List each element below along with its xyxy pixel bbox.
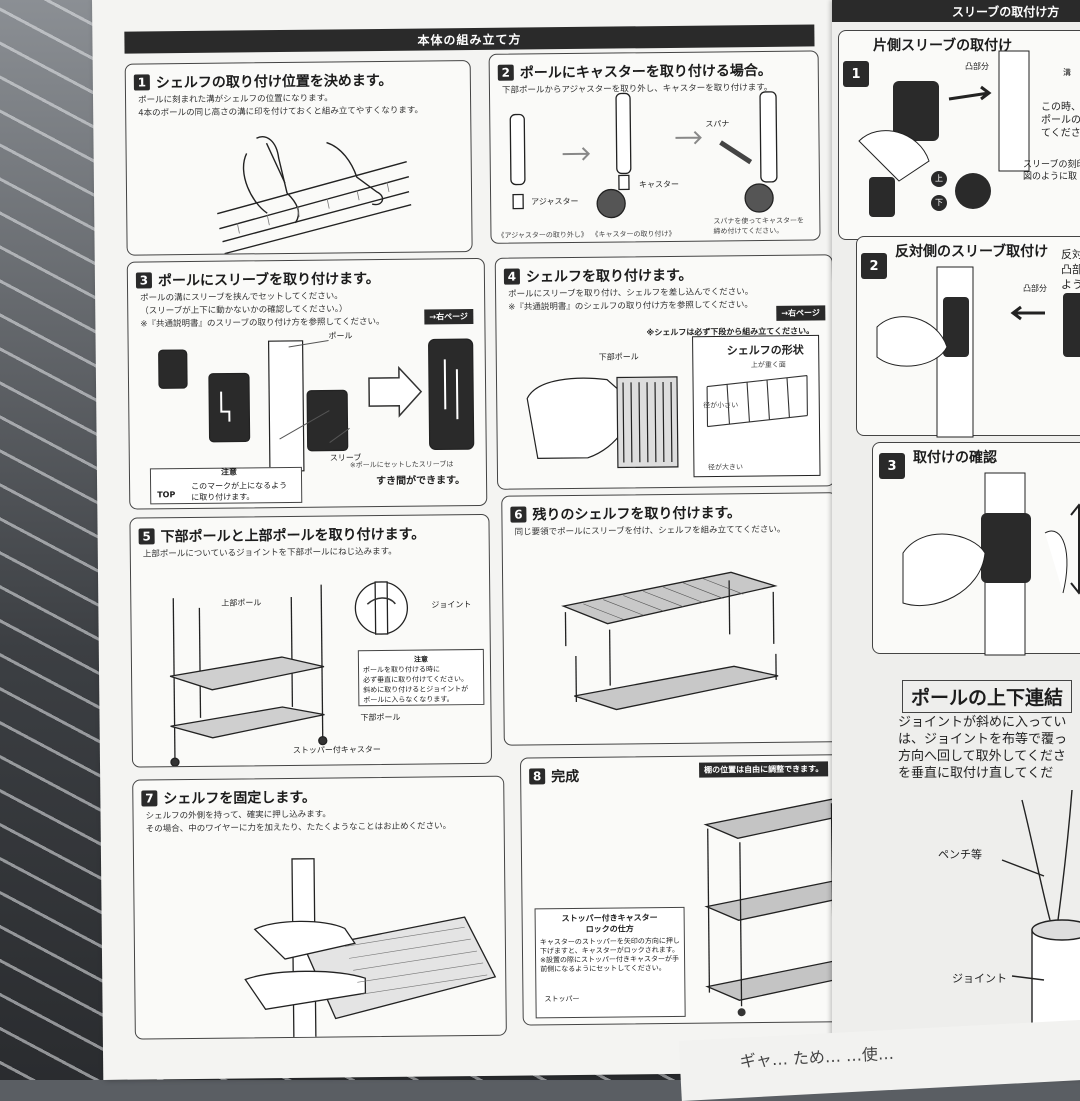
caution-box: 注意 TOP このマークが上になるよう に取り付けます。 xyxy=(150,467,302,505)
caption-remove: 《アジャスターの取り外し》 xyxy=(497,230,587,241)
caption-tighten: スパナを使ってキャスターを 締め付けてください。 xyxy=(713,216,804,237)
sleeve-check-illustration xyxy=(873,443,1080,655)
spanner-label: スパナ xyxy=(705,118,729,129)
small-diameter-label: 径が小さい xyxy=(703,400,738,410)
sleeve-step-2-panel: 2 反対側のスリーブ取付け 凸部分 反対 凸部 よう xyxy=(856,236,1080,436)
pole-marking-illustration xyxy=(126,61,473,256)
caution-text: ポールを取り付ける時に 必ず垂直に取り付けてください。 斜めに取り付けるとジョイ… xyxy=(363,664,479,705)
sleeve-other-illustration xyxy=(857,237,1080,437)
sleeve-step-1-panel: 1 片側スリーブの取付け 凸部分 溝 この時、ス ポールの てくださ 上 下 ス… xyxy=(838,30,1080,240)
lock-text: キャスターのストッパーを矢印の方向に押し 下げますと、キャスターがロックされます… xyxy=(540,937,680,974)
remaining-shelf-illustration xyxy=(502,493,840,746)
stopper-caster-label: ストッパー付キャスター xyxy=(293,744,381,756)
shelf-fix-illustration xyxy=(133,777,507,1040)
sleeve-half-illustration xyxy=(839,31,1080,241)
large-diameter-label: 径が大きい xyxy=(708,462,743,472)
caster-label: キャスター xyxy=(639,179,679,190)
gap-note-bold: すき間ができます。 xyxy=(376,471,465,487)
pole-connect-title: ポールの上下連結 xyxy=(902,680,1072,713)
caution-box: 注意 ポールを取り付ける時に 必ず垂直に取り付けてください。 斜めに取り付けると… xyxy=(358,649,485,706)
caution-title: 注意 xyxy=(221,467,237,478)
shelf-shape-title: シェルフの形状 xyxy=(727,342,804,359)
stopper-label: ストッパー xyxy=(544,995,579,1004)
top-mark-note: このマークが上になるよう に取り付けます。 xyxy=(191,480,287,503)
joint-label: ジョイント xyxy=(431,599,471,610)
right-section-header: スリーブの取付け方 xyxy=(832,0,1080,22)
pole-connect-text: ジョイントが斜めに入ってい は、ジョイントを布等で覆っ 方向へ回して取外してくだ… xyxy=(898,714,1067,782)
manual-right-page: スリーブの取付け方 1 片側スリーブの取付け 凸部分 溝 この時、ス ポールの … xyxy=(832,0,1080,1080)
adjuster-label: アジャスター xyxy=(531,196,578,207)
sleeve-step-3-panel: 3 取付けの確認 xyxy=(872,442,1080,654)
section-header: 本体の組み立て方 xyxy=(124,24,814,53)
caption-attach: 《キャスターの取り付け》 xyxy=(591,229,675,240)
engraving-note: スリーブの刻印 図のように取 xyxy=(1023,159,1080,183)
lock-title: ストッパー付きキャスター ロックの仕方 xyxy=(540,912,680,935)
stopper-lock-box: ストッパー付きキャスター ロックの仕方 キャスターのストッパーを矢印の方向に押し… xyxy=(535,907,686,1019)
gap-note: ※ポールにセットしたスリーブは xyxy=(350,459,454,470)
lower-pole-label: 下部ポール xyxy=(360,712,400,723)
up-label: 上 xyxy=(935,173,943,184)
shelf-insert-illustration xyxy=(496,255,835,490)
down-label: 下 xyxy=(935,197,943,208)
upper-pole-label: 上部ポール xyxy=(221,597,261,608)
fragment-text: ギャ… ため… …使… xyxy=(739,1040,894,1072)
pole-join-illustration xyxy=(130,515,492,768)
top-mark: TOP xyxy=(157,489,175,500)
pole-label: ポール xyxy=(328,330,352,341)
top-side-label: 上が重く面 xyxy=(751,360,786,370)
